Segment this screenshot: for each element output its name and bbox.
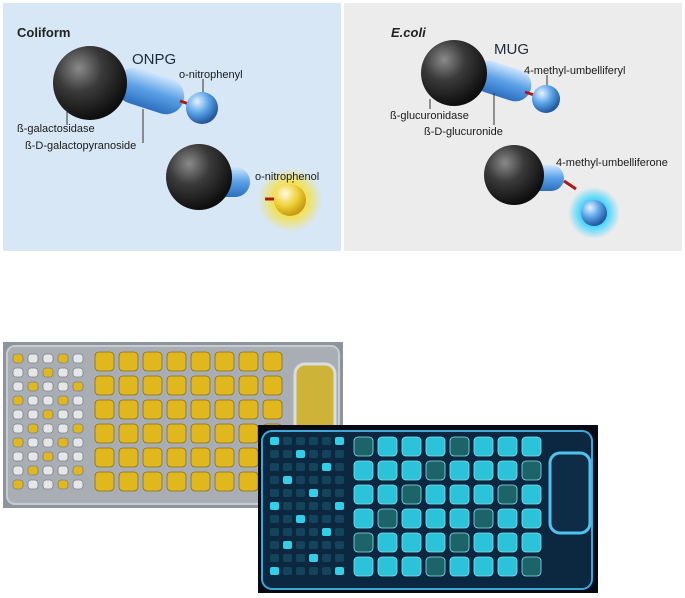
ecoli-title: E.coli	[391, 25, 426, 40]
o-nitrophenyl-label: o-nitrophenyl	[179, 69, 243, 81]
onpg-label: ONPG	[132, 51, 177, 68]
ecoli-reaction-diagram	[421, 40, 620, 239]
ecoli-substrate-molecule	[421, 40, 560, 113]
galactosidase-label: ß-galactosidase	[17, 123, 95, 135]
uv-tray-image	[258, 425, 598, 593]
coliform-substrate-molecule	[53, 46, 218, 124]
coliform-title: Coliform	[17, 25, 71, 40]
glucuronidase-label: ß-glucuronidase	[390, 110, 469, 122]
ecoli-panel: E.coli MUG 4-methyl-umbelliferyl ß-glucu…	[344, 3, 682, 251]
uv-fluorescent-tray-photo	[258, 425, 598, 593]
ecoli-cleaved-molecule	[484, 145, 620, 239]
methyl-umbelliferone-label: 4-methyl-umbelliferone	[556, 157, 668, 169]
o-nitrophenol-label: o-nitrophenol	[255, 171, 320, 183]
coliform-panel: Coliform ONPG o-nitrophenyl ß-galactosid…	[3, 3, 341, 251]
mug-label: MUG	[494, 41, 529, 58]
coliform-reaction-diagram	[53, 46, 322, 232]
galactopyranoside-label: ß-D-galactopyranoside	[25, 140, 137, 152]
yellow-tray-image	[3, 342, 343, 508]
methyl-umbelliferyl-label: 4-methyl-umbelliferyl	[524, 65, 626, 77]
glucuronide-label: ß-D-glucuronide	[424, 126, 503, 138]
coliform-cleaved-molecule	[166, 144, 322, 232]
yellow-test-tray-photo	[3, 342, 343, 508]
